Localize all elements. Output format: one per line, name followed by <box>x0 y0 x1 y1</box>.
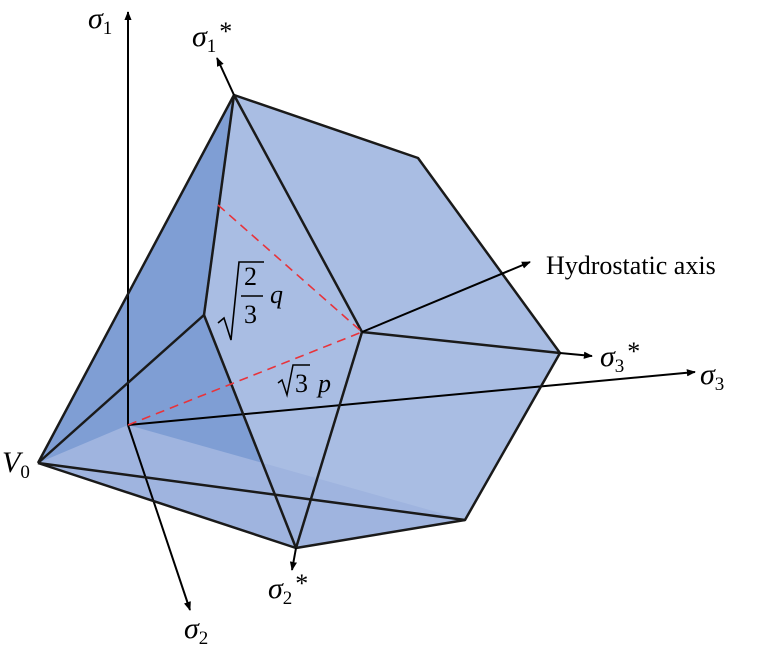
sigma3-star-label: σ3* <box>600 337 640 377</box>
left-face <box>38 95 296 548</box>
hydrostatic-axis-label: Hydrostatic axis <box>546 251 716 280</box>
p-variable: p <box>316 369 331 398</box>
dashed-construction-lines <box>127 204 363 426</box>
q-variable: q <box>270 280 283 309</box>
sigma1-label: σ1 <box>88 2 112 39</box>
sigma1-star-axis <box>216 57 235 96</box>
p-expression: 3 p <box>277 364 331 398</box>
q-fraction-denominator: 3 <box>244 300 257 329</box>
sigma3-star-axis <box>559 351 593 359</box>
q-radical-sign <box>217 261 264 341</box>
sigma2-axis <box>127 424 191 611</box>
hydrostatic-axis <box>361 261 531 333</box>
sigma1-star-label: σ1* <box>192 17 232 57</box>
sigma3-axis <box>127 369 696 426</box>
back-face <box>204 95 560 548</box>
q-fraction-numerator: 2 <box>244 262 257 291</box>
bottom-face <box>38 425 465 548</box>
surface-edges <box>36 93 562 550</box>
p-radical-sign <box>277 364 310 398</box>
p-radicand: 3 <box>295 369 308 398</box>
sigma2-star-label: σ2* <box>268 569 308 609</box>
v0-label: V0 <box>2 446 30 483</box>
sigma3-label: σ3 <box>700 358 724 395</box>
sigma2-label: σ2 <box>184 612 208 649</box>
q-expression: 2 3 q <box>217 261 283 341</box>
sigma2-star-axis <box>289 547 297 571</box>
